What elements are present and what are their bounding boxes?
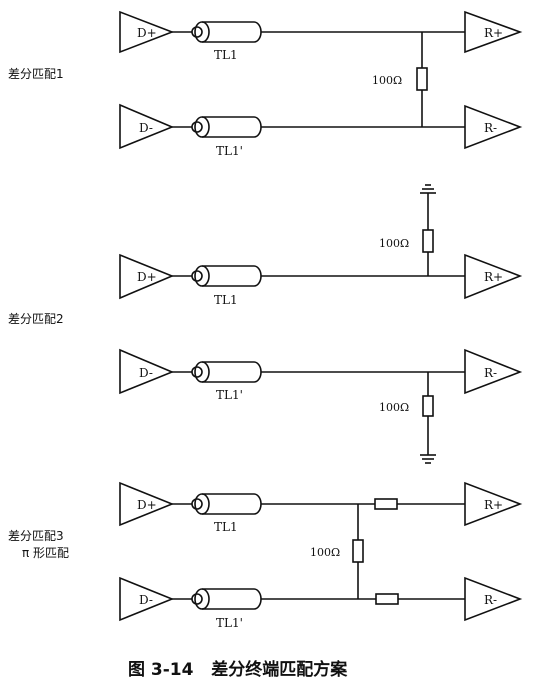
connector: [191, 498, 203, 510]
connector: [191, 593, 203, 605]
resistor-value: 100Ω: [379, 401, 409, 414]
line-label: TL1': [216, 144, 243, 158]
resistor-value: 100Ω: [310, 546, 340, 559]
receiver-label: R-: [484, 121, 497, 135]
line-label: TL1': [216, 616, 243, 630]
line-label: TL1': [216, 388, 243, 402]
connector: [191, 121, 203, 133]
driver-label: D-: [139, 366, 153, 380]
driver-d-plus: [119, 10, 175, 54]
ground-icon: [420, 184, 436, 194]
scheme1-termination-resistor: 100Ω: [372, 32, 428, 127]
scheme2-top-channel: D+ TL1 R+: [119, 253, 523, 307]
scheme3-bottom-channel: D- TL1' R-: [119, 576, 523, 630]
receiver-r-plus: [464, 481, 523, 527]
driver-label: D+: [137, 498, 157, 512]
receiver-label: R-: [484, 593, 497, 607]
receiver-r-minus: [464, 576, 523, 622]
line-label: TL1: [214, 520, 238, 534]
line-label: TL1: [214, 293, 238, 307]
scheme2-top-resistor: 100Ω: [379, 184, 436, 276]
scheme2-bottom-channel: D- TL1' R-: [119, 348, 523, 402]
ground-icon: [420, 454, 436, 464]
driver-d-minus: [119, 576, 175, 622]
transmission-line-tl1: [194, 493, 262, 515]
receiver-label: R+: [484, 498, 503, 512]
transmission-line-tl1: [194, 21, 262, 43]
transmission-line-tl1-prime: [194, 361, 262, 383]
scheme3-top-channel: D+ TL1 R+: [119, 481, 523, 534]
series-resistor: [375, 593, 399, 605]
line-label: TL1: [214, 48, 238, 62]
transmission-line-tl1-prime: [194, 116, 262, 138]
resistor-value: 100Ω: [379, 237, 409, 250]
receiver-label: R+: [484, 270, 503, 284]
figure-caption: 图 3-14 差分终端匹配方案: [128, 659, 348, 680]
driver-d-plus: [119, 481, 175, 527]
series-resistor: [374, 498, 398, 510]
connector: [191, 26, 203, 38]
resistor-value: 100Ω: [372, 74, 402, 87]
connector: [191, 366, 203, 378]
connector: [191, 270, 203, 282]
driver-d-plus: [119, 253, 175, 300]
driver-d-minus: [119, 348, 175, 395]
scheme1-label: 差分匹配1: [8, 67, 64, 81]
receiver-label: R-: [484, 366, 497, 380]
scheme3-sublabel: π 形匹配: [22, 546, 69, 560]
driver-d-minus: [119, 103, 175, 150]
driver-label: D+: [137, 270, 157, 284]
receiver-label: R+: [484, 26, 503, 40]
transmission-line-tl1-prime: [194, 588, 262, 610]
driver-label: D+: [137, 26, 157, 40]
driver-label: D-: [139, 121, 153, 135]
receiver-r-plus: [464, 10, 523, 54]
scheme3-label: 差分匹配3: [8, 529, 64, 543]
driver-label: D-: [139, 593, 153, 607]
transmission-line-tl1: [194, 265, 262, 287]
scheme1-bottom-channel: D- TL1' R-: [119, 103, 523, 158]
scheme3-shunt-resistor: 100Ω: [310, 504, 364, 599]
receiver-r-plus: [464, 253, 523, 300]
scheme1-top-channel: D+ TL1 R+: [119, 10, 523, 62]
receiver-r-minus: [464, 104, 523, 150]
scheme2-bottom-resistor: 100Ω: [379, 372, 436, 464]
receiver-r-minus: [464, 348, 523, 395]
scheme2-label: 差分匹配2: [8, 312, 64, 326]
